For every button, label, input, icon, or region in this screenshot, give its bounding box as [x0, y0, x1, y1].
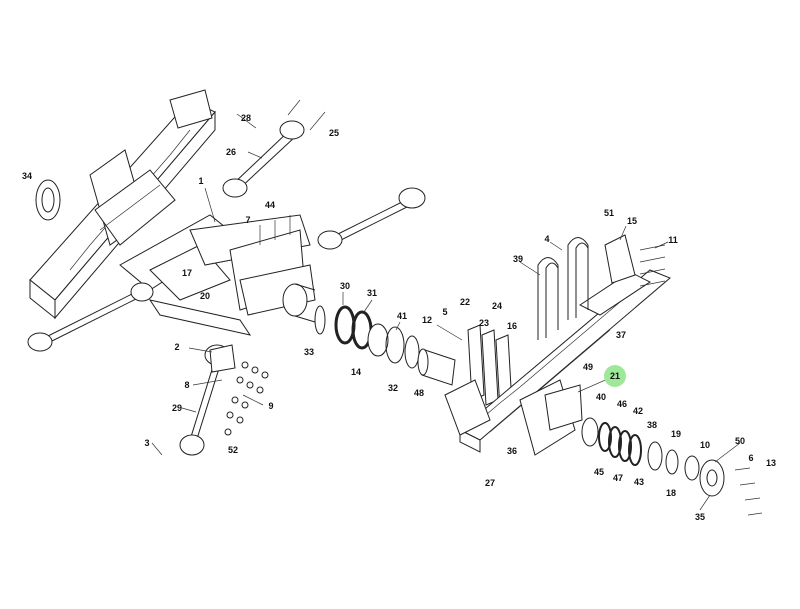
upper-torque-rod [222, 99, 326, 198]
u-bolts [537, 237, 589, 340]
rear-hanger [444, 379, 583, 456]
callout-37[interactable]: 37 [615, 330, 627, 340]
callout-11[interactable]: 11 [668, 235, 678, 245]
callout-52[interactable]: 52 [227, 445, 239, 455]
callout-25[interactable]: 25 [328, 128, 340, 138]
callout-9[interactable]: 9 [268, 401, 274, 411]
left-lower-link [179, 344, 236, 456]
trunnion-shaft [282, 283, 316, 323]
hub-bushing-stack [581, 417, 725, 497]
callout-31[interactable]: 31 [366, 288, 378, 298]
callout-41[interactable]: 41 [396, 311, 408, 321]
callout-18[interactable]: 18 [665, 488, 677, 498]
callout-39[interactable]: 39 [512, 254, 524, 264]
left-frame-rail [29, 89, 216, 320]
callout-44[interactable]: 44 [264, 200, 276, 210]
callout-28[interactable]: 28 [240, 113, 252, 123]
callout-35[interactable]: 35 [694, 512, 706, 522]
callout-45[interactable]: 45 [593, 467, 605, 477]
leader-lines [151, 113, 741, 511]
callout-1[interactable]: 1 [198, 176, 204, 186]
callout-14[interactable]: 14 [350, 367, 362, 377]
lower-long-rod [27, 282, 252, 352]
callout-51[interactable]: 51 [603, 208, 615, 218]
callout-24[interactable]: 24 [491, 301, 503, 311]
callout-34[interactable]: 34 [21, 171, 33, 181]
callout-3[interactable]: 3 [144, 438, 150, 448]
callout-47[interactable]: 47 [612, 473, 624, 483]
seal-rings [314, 305, 456, 386]
callout-16[interactable]: 16 [506, 321, 518, 331]
callout-5[interactable]: 5 [442, 307, 448, 317]
callout-38[interactable]: 38 [646, 420, 658, 430]
bolt-set [639, 244, 763, 516]
callout-19[interactable]: 19 [670, 429, 682, 439]
callout-17[interactable]: 17 [181, 268, 193, 278]
callout-32[interactable]: 32 [387, 383, 399, 393]
callout-2[interactable]: 2 [174, 342, 180, 352]
callout-50[interactable]: 50 [734, 436, 746, 446]
callout-4[interactable]: 4 [544, 234, 550, 244]
callout-7[interactable]: 7 [245, 215, 251, 225]
callout-10[interactable]: 10 [699, 440, 711, 450]
callout-8[interactable]: 8 [184, 380, 190, 390]
callout-36[interactable]: 36 [506, 446, 518, 456]
spring-bracket [604, 234, 636, 284]
callout-33[interactable]: 33 [303, 347, 315, 357]
callout-30[interactable]: 30 [339, 281, 351, 291]
callout-46[interactable]: 46 [616, 399, 628, 409]
cross-member [119, 214, 311, 301]
callout-15[interactable]: 15 [626, 216, 638, 226]
callout-21-highlighted[interactable]: 21 [604, 365, 626, 387]
callout-29[interactable]: 29 [171, 403, 183, 413]
callout-20[interactable]: 20 [199, 291, 211, 301]
callout-26[interactable]: 26 [225, 147, 237, 157]
callout-27[interactable]: 27 [484, 478, 496, 488]
callout-13[interactable]: 13 [765, 458, 777, 468]
callout-43[interactable]: 43 [633, 477, 645, 487]
callout-22[interactable]: 22 [459, 297, 471, 307]
callout-6[interactable]: 6 [748, 453, 754, 463]
right-torque-rod [317, 187, 426, 250]
callout-48[interactable]: 48 [413, 388, 425, 398]
callout-12[interactable]: 12 [421, 315, 433, 325]
callout-49[interactable]: 49 [582, 362, 594, 372]
callout-23[interactable]: 23 [478, 318, 490, 328]
callout-40[interactable]: 40 [595, 392, 607, 402]
callout-42[interactable]: 42 [632, 406, 644, 416]
fender [35, 179, 61, 221]
nut-set [224, 361, 269, 436]
